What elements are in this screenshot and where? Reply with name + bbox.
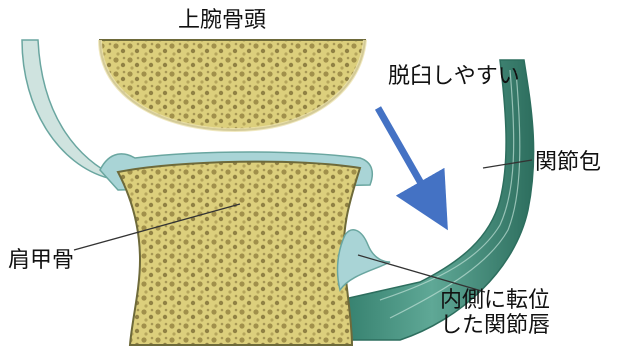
displaced-labrum [338,230,390,290]
scapula-bone [118,162,360,345]
dislocation-arrow [378,108,434,206]
labrum-label-line1: 内側に転位 [440,288,550,313]
dislocation-prone-label: 脱臼しやすい [388,64,520,89]
displaced-labrum-label: 内側に転位 した関節唇 [440,288,550,339]
scapula-label: 肩甲骨 [8,248,74,273]
humeral-head-label: 上腕骨頭 [178,8,266,33]
labrum-label-line2: した関節唇 [440,313,550,338]
humeral-head [100,40,365,130]
joint-capsule-label: 関節包 [535,150,601,175]
